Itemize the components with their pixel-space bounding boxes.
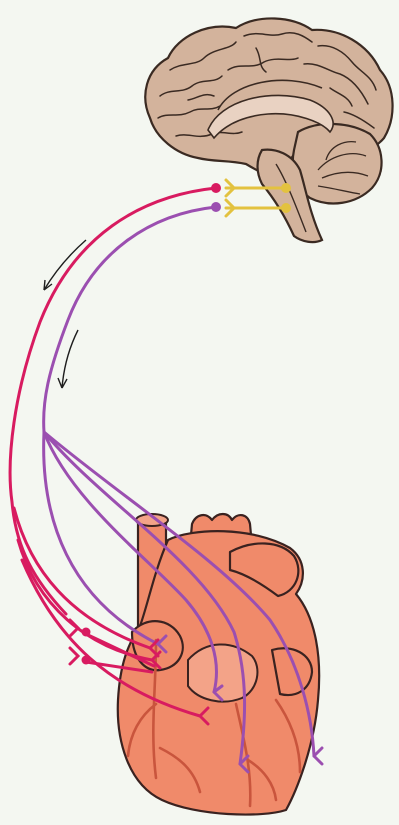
heart-inner-chamber	[188, 644, 257, 701]
sympathetic-ganglion-dot-2	[82, 656, 91, 665]
heart-right-auricle	[272, 648, 312, 695]
direction-arrow-upper	[44, 240, 86, 290]
parasympathetic-trunk	[44, 207, 216, 432]
sympathetic-ganglion-dot-1	[82, 628, 91, 637]
sympathetic-synapse-1	[70, 620, 78, 636]
parasympathetic-origin	[211, 202, 221, 212]
arrow-icon	[44, 240, 86, 388]
sympathetic-origin	[211, 183, 221, 193]
sympathetic-synapse-2	[70, 648, 78, 664]
direction-arrow-upper-head	[44, 280, 52, 290]
direction-arrow-lower	[62, 330, 78, 388]
